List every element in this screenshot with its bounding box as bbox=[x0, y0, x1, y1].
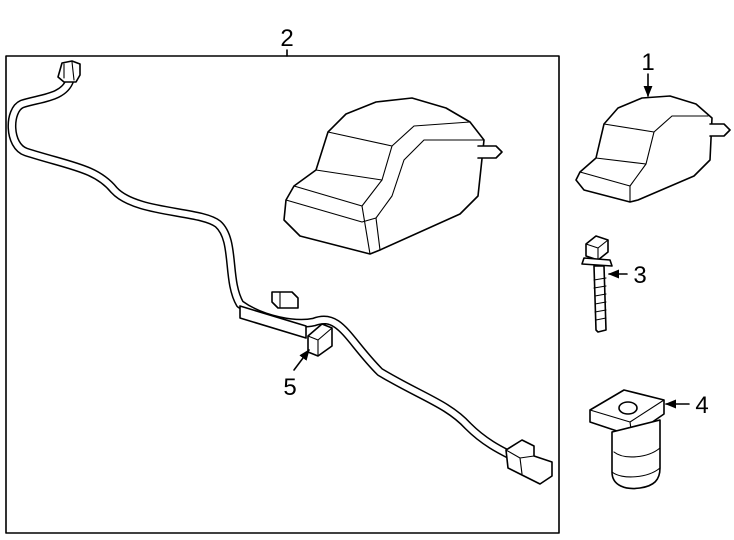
callout-5: 5 bbox=[283, 349, 310, 401]
callout-1-label: 1 bbox=[641, 49, 654, 76]
screw-part-3 bbox=[581, 235, 613, 333]
callout-5-arrow bbox=[293, 349, 310, 371]
callout-1: 1 bbox=[641, 49, 655, 98]
lamp-part-1 bbox=[575, 95, 731, 203]
license-lamp-assembly bbox=[283, 97, 503, 255]
wiring-harness bbox=[7, 75, 517, 461]
callout-5-label: 5 bbox=[283, 374, 296, 401]
callout-4: 4 bbox=[664, 392, 709, 419]
harness-bottom-connector bbox=[505, 439, 553, 485]
callout-3-label: 3 bbox=[633, 262, 646, 289]
callout-3: 3 bbox=[607, 262, 647, 289]
callout-2: 2 bbox=[280, 25, 293, 52]
nut-part-4 bbox=[589, 389, 665, 490]
assembly-frame bbox=[5, 55, 560, 534]
callout-2-label: 2 bbox=[280, 25, 293, 52]
harness-top-connector bbox=[57, 60, 81, 83]
callout-4-label: 4 bbox=[695, 392, 708, 419]
